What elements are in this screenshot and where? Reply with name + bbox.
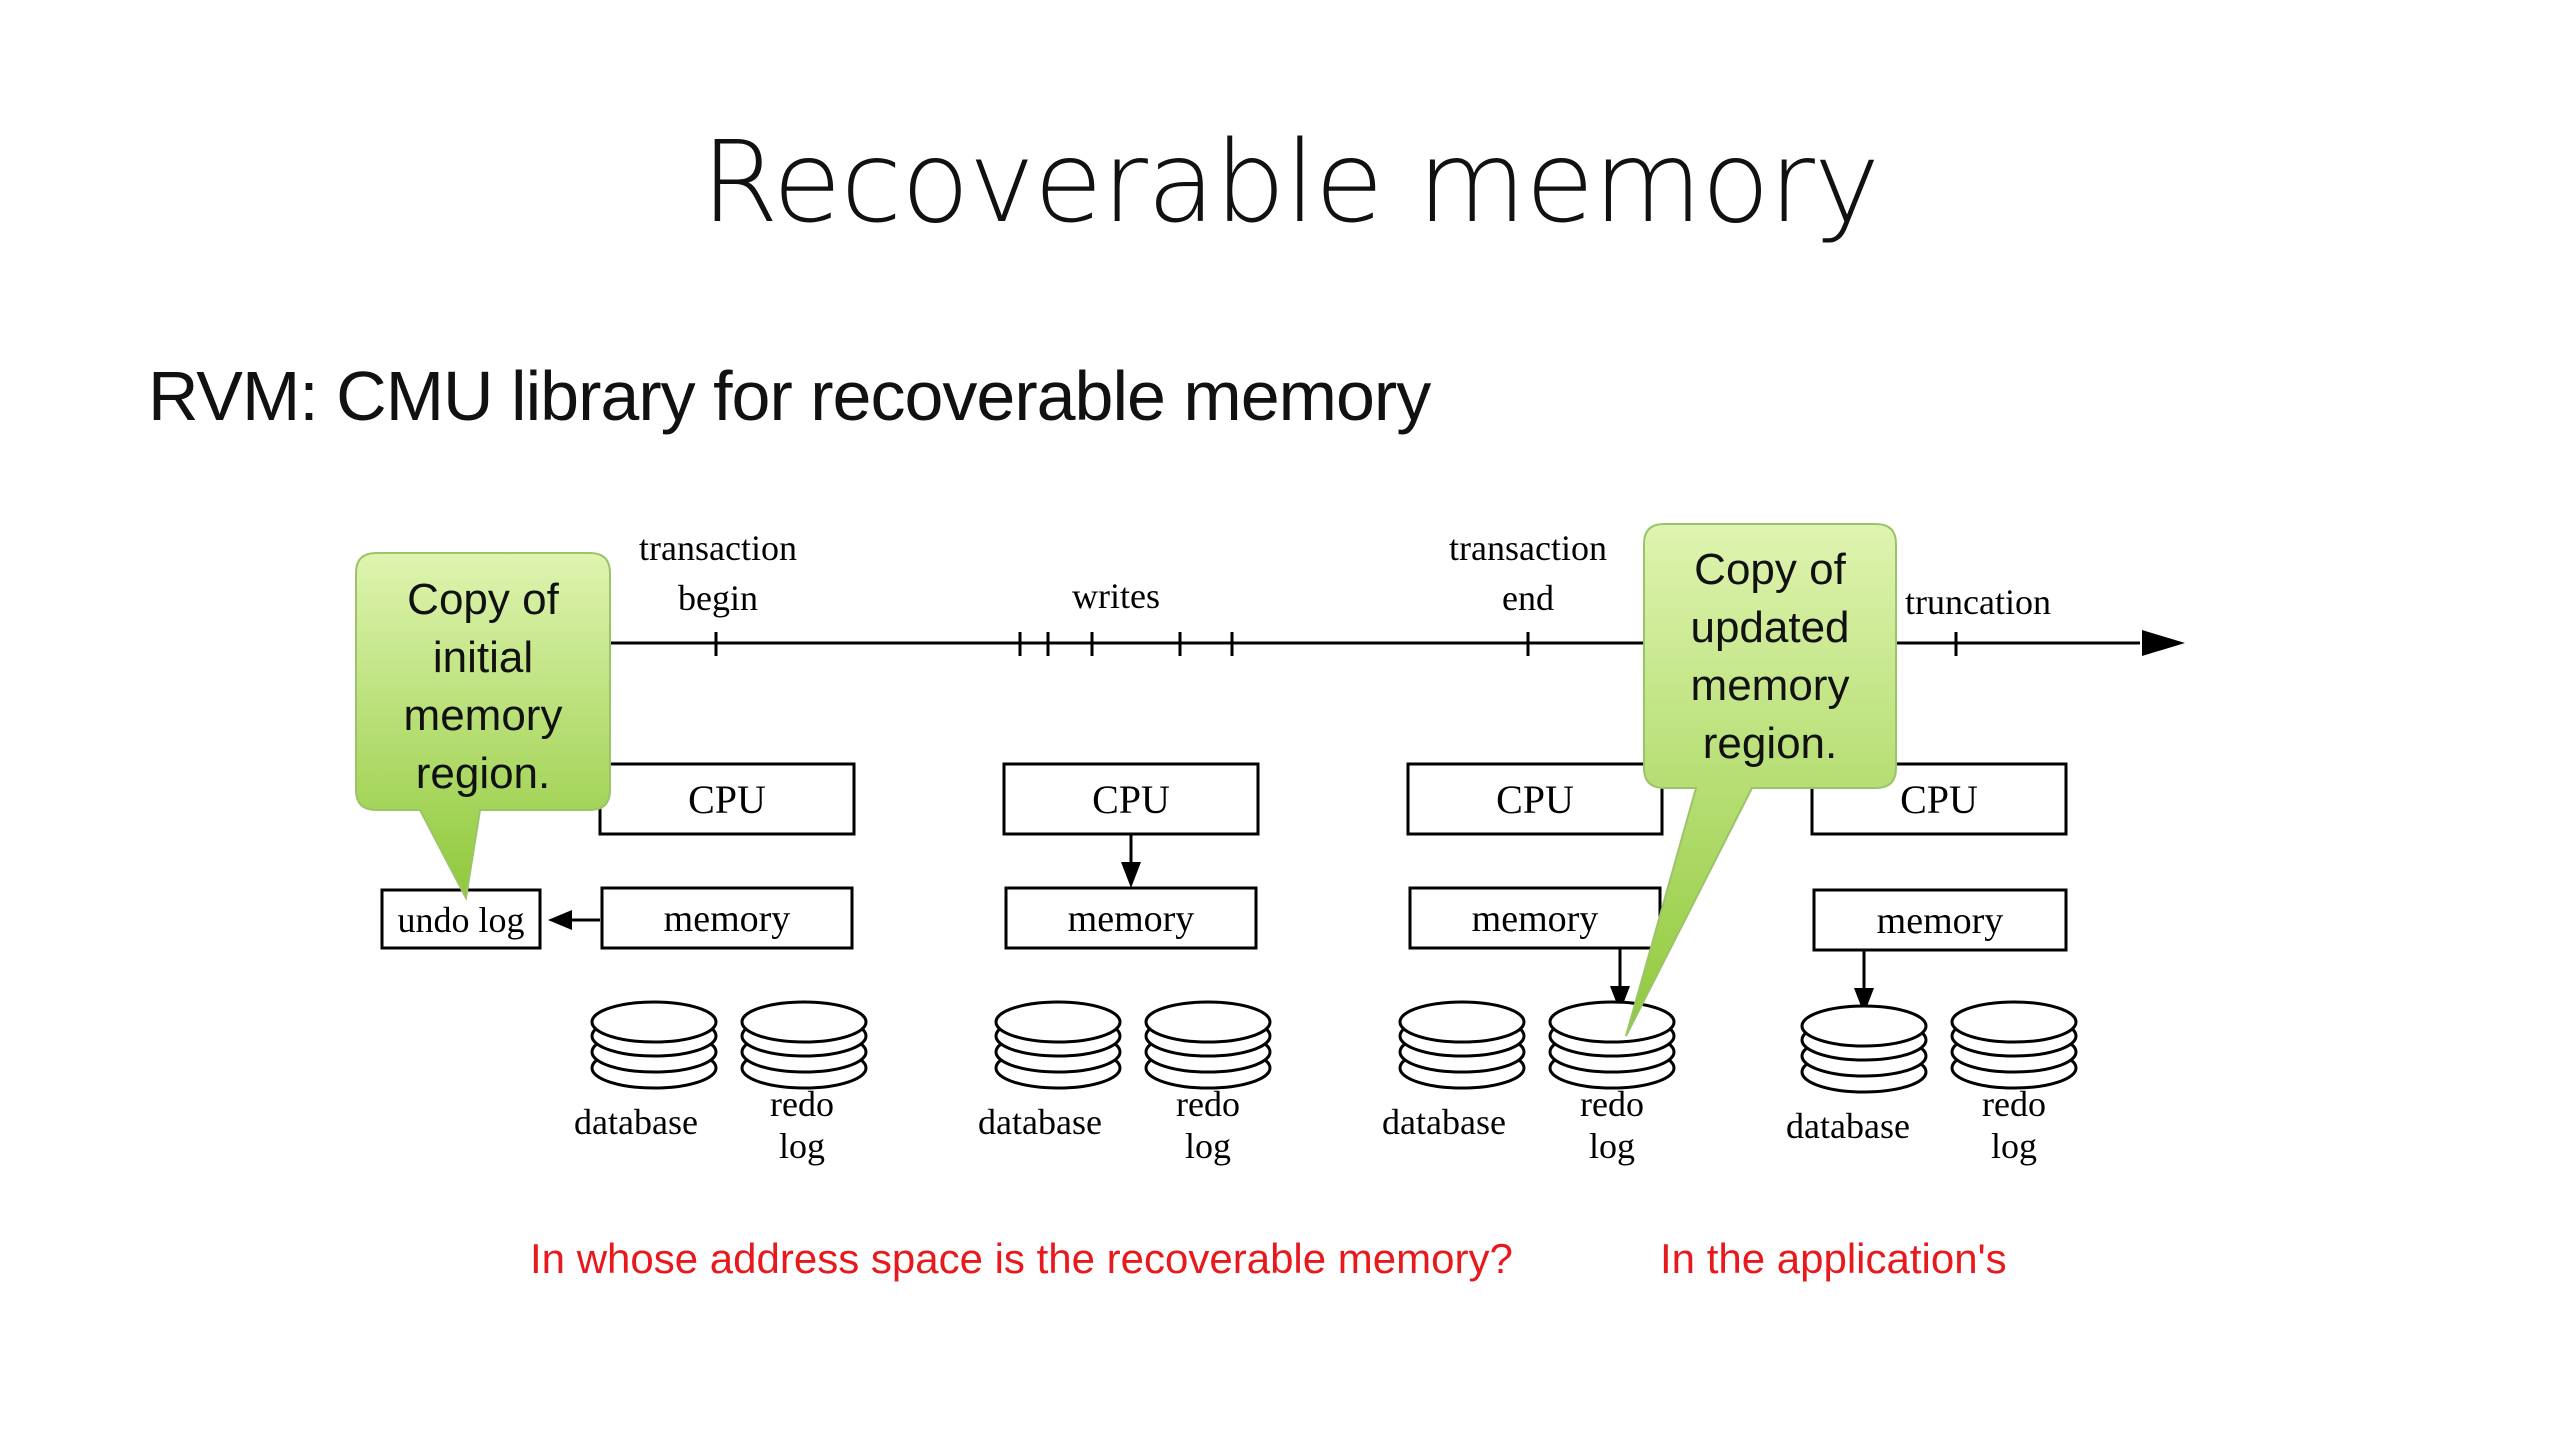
label-writes: writes bbox=[1072, 576, 1160, 616]
redo-log-disk bbox=[1144, 1000, 1272, 1090]
memory-box bbox=[1004, 886, 1258, 950]
memory-to-undo-arrowhead bbox=[548, 910, 572, 930]
column-truncation: CPU memory database redo log bbox=[1786, 762, 2078, 1166]
cpu-label: CPU bbox=[688, 777, 766, 822]
memory-box bbox=[1408, 886, 1662, 950]
label-transaction-end-1: transaction bbox=[1449, 528, 1607, 568]
cpu-label: CPU bbox=[1900, 777, 1978, 822]
slide-subtitle: RVM: CMU library for recoverable memory bbox=[148, 357, 1431, 435]
database-disk bbox=[1800, 1004, 1928, 1094]
cpu-to-memory-arrowhead bbox=[1121, 862, 1141, 888]
callout-line-4: region. bbox=[416, 749, 551, 798]
callout-line-2: initial bbox=[433, 633, 533, 682]
redo-log-label-1: redo bbox=[1982, 1084, 2046, 1124]
redo-log-label-2: log bbox=[1589, 1126, 1635, 1166]
cpu-box bbox=[1406, 762, 1664, 836]
cpu-label: CPU bbox=[1092, 777, 1170, 822]
callout-shape bbox=[355, 552, 611, 902]
callout-line-3: memory bbox=[1691, 661, 1850, 710]
database-label: database bbox=[978, 1102, 1102, 1142]
timeline-arrowhead bbox=[2142, 630, 2185, 656]
cpu-label: CPU bbox=[1496, 777, 1574, 822]
memory-to-redo-arrowhead bbox=[1610, 986, 1630, 1012]
redo-log-label-2: log bbox=[1991, 1126, 2037, 1166]
callout-line-2: updated bbox=[1690, 603, 1849, 652]
redo-log-disk bbox=[1950, 1000, 2078, 1090]
callout-line-3: memory bbox=[404, 691, 563, 740]
label-truncation: truncation bbox=[1905, 582, 2051, 622]
redo-log-label-2: log bbox=[779, 1126, 825, 1166]
database-disk bbox=[994, 1000, 1122, 1090]
column-begin: CPU memory undo log database redo log bbox=[380, 762, 868, 1166]
slide-title: Recoverable memory bbox=[700, 118, 1880, 248]
database-label: database bbox=[574, 1102, 698, 1142]
database-disk bbox=[590, 1000, 718, 1090]
column-writes: CPU memory database redo log bbox=[978, 762, 1272, 1166]
memory-label: memory bbox=[664, 898, 791, 940]
memory-label: memory bbox=[1877, 900, 2004, 942]
callout-shape bbox=[1625, 523, 1897, 1037]
callout-updated-memory: Copy of updated memory region. bbox=[1625, 523, 1897, 1037]
cpu-box bbox=[1002, 762, 1260, 836]
question-text: In whose address space is the recoverabl… bbox=[530, 1235, 1513, 1282]
redo-log-disk bbox=[1548, 1000, 1676, 1090]
callout-initial-memory: Copy of initial memory region. bbox=[355, 552, 611, 902]
redo-log-disk bbox=[740, 1000, 868, 1090]
memory-label: memory bbox=[1472, 898, 1599, 940]
column-end: CPU memory database redo log bbox=[1382, 762, 1676, 1166]
memory-box bbox=[600, 886, 854, 950]
redo-log-label-1: redo bbox=[770, 1084, 834, 1124]
label-transaction-end-2: end bbox=[1502, 578, 1554, 618]
redo-log-label-2: log bbox=[1185, 1126, 1231, 1166]
callout-line-4: region. bbox=[1703, 719, 1838, 768]
database-label: database bbox=[1786, 1106, 1910, 1146]
label-transaction-begin-2: begin bbox=[678, 578, 758, 618]
memory-box bbox=[1812, 888, 2068, 952]
redo-log-label-1: redo bbox=[1580, 1084, 1644, 1124]
database-label: database bbox=[1382, 1102, 1506, 1142]
database-disk bbox=[1398, 1000, 1526, 1090]
memory-label: memory bbox=[1068, 898, 1195, 940]
label-transaction-begin-1: transaction bbox=[639, 528, 797, 568]
callout-line-1: Copy of bbox=[1694, 545, 1846, 594]
callout-line-1: Copy of bbox=[407, 575, 559, 624]
timeline: transaction begin writes transaction end… bbox=[600, 528, 2185, 656]
undo-log-label: undo log bbox=[397, 900, 524, 940]
answer-text: In the application's bbox=[1660, 1235, 2007, 1282]
redo-log-label-1: redo bbox=[1176, 1084, 1240, 1124]
memory-to-database-arrowhead bbox=[1854, 988, 1874, 1014]
